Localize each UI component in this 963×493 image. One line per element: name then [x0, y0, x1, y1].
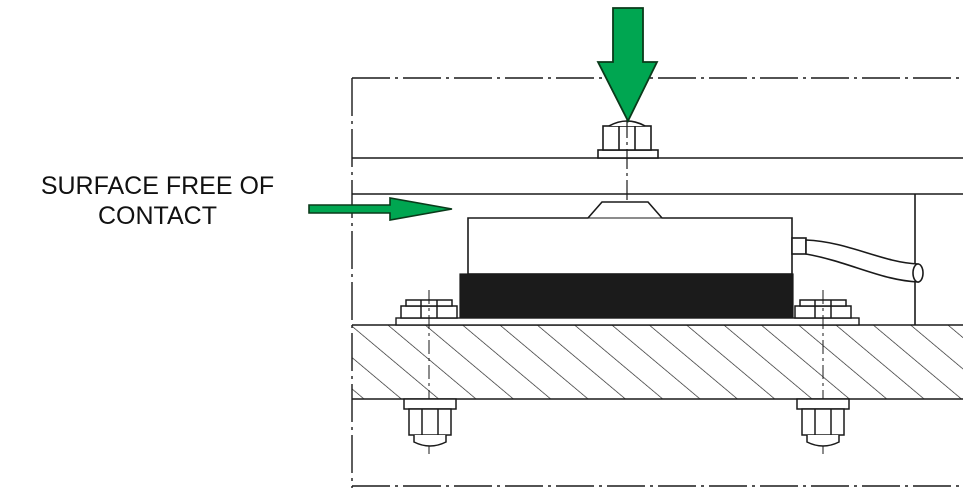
top-nut	[597, 120, 659, 159]
down-arrow-icon	[596, 7, 659, 124]
left-nut-bottom	[403, 398, 457, 447]
frame-outline	[351, 77, 963, 488]
load-cell-body	[467, 201, 793, 275]
right-arrow-icon	[308, 197, 453, 221]
annotation-line-1: SURFACE FREE OF	[40, 172, 275, 200]
mounting-pad	[459, 273, 794, 324]
base-plate	[352, 324, 963, 400]
right-nut-bottom	[796, 398, 850, 447]
annotation-line-2: CONTACT	[98, 202, 217, 230]
load-cell-cable	[791, 237, 924, 283]
base-washer-strip	[395, 317, 860, 326]
